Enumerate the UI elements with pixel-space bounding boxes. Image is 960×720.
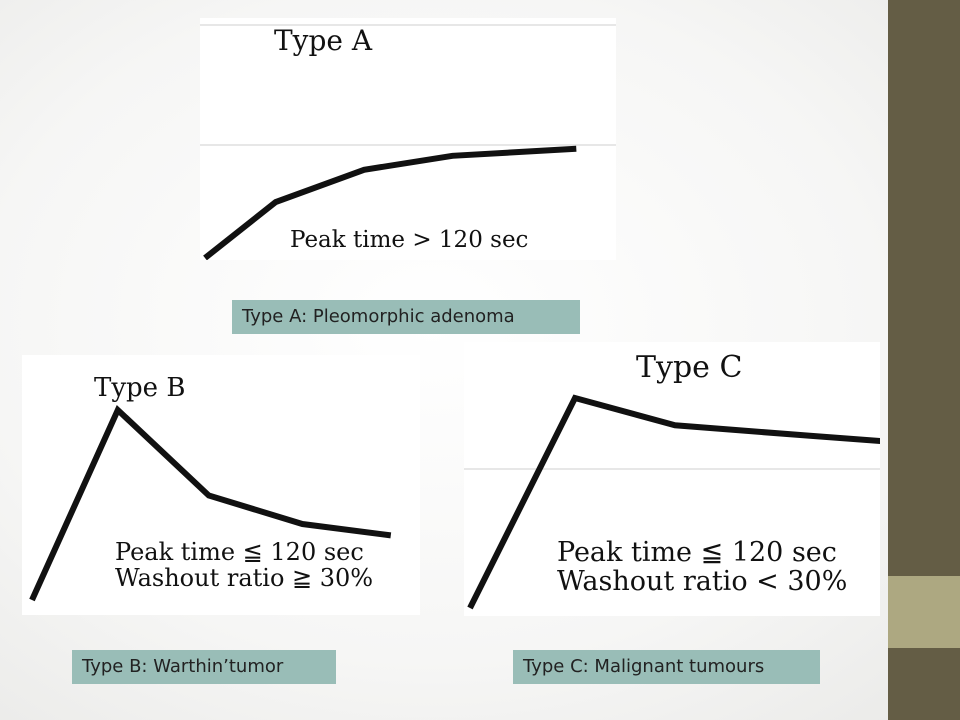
caption-type-a: Type A: Pleomorphic adenoma [232,300,580,334]
stat-line-peak-time: Peak time ≦ 120 sec [557,537,837,568]
curve-panel-type-c: Type C Peak time ≦ 120 sec Washout ratio… [464,342,880,616]
enhancement-curve-type-c [467,394,880,610]
panel-title-type-a: Type A [274,24,373,57]
sidebar-accent-block [888,576,960,648]
curve-svg-type-b [29,404,392,602]
caption-type-c: Type C: Malignant tumours [513,650,820,684]
enhancement-curve-type-b [29,404,392,602]
curve-panel-type-b: Type B Peak time ≦ 120 sec Washout ratio… [22,355,420,615]
stat-line-washout-ratio: Washout ratio < 30% [557,566,848,598]
stat-text-type-c: Peak time ≦ 120 sec Washout ratio < 30% [557,538,847,596]
curve-panel-type-a: Type A Peak time > 120 sec [200,18,616,260]
panel-title-type-c: Type C [636,350,743,385]
stat-line-peak-time: Peak time > 120 sec [290,227,529,253]
caption-type-b: Type B: Warthin’tumor [72,650,336,684]
stat-text-type-b: Peak time ≦ 120 sec Washout ratio ≧ 30% [115,538,374,592]
stat-line-washout-ratio: Washout ratio ≧ 30% [115,563,374,592]
panel-title-type-b: Type B [94,373,186,403]
curve-svg-type-a [200,24,616,260]
stat-line-peak-time: Peak time ≦ 120 sec [115,538,364,566]
curve-svg-type-c [464,394,880,610]
enhancement-curve-type-a [203,145,577,260]
stat-text-type-a: Peak time > 120 sec [290,228,528,253]
